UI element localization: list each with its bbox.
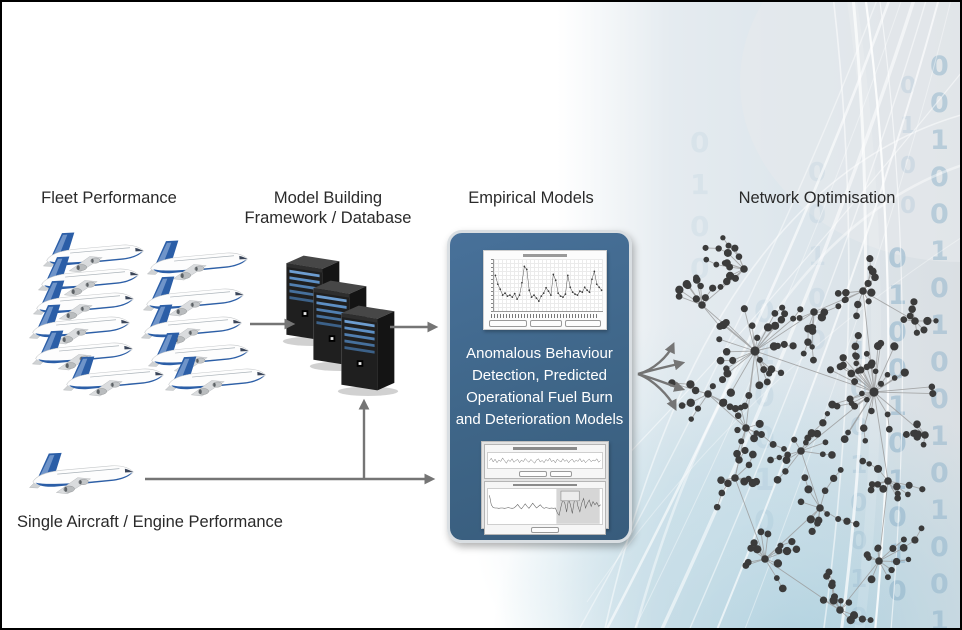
process-box-text: Anomalous Behaviour Detection, Predicted…: [450, 343, 629, 431]
binary-digit-column: 1 0 0 1 0 0 1 0: [850, 336, 868, 630]
anomaly-series-plot: [493, 258, 603, 312]
x-axis-ticks: [491, 314, 599, 318]
y-axis-ticks: [487, 258, 493, 312]
fuel-burn-top-plot: [487, 451, 603, 469]
chart-title-bar: [513, 483, 577, 487]
server-icon: [337, 305, 399, 397]
chart-legend: [487, 470, 603, 477]
process-text-line: Operational Fuel Burn: [466, 389, 613, 406]
airplane-icon: [61, 352, 165, 399]
chart-legend: [487, 527, 603, 534]
empirical-models-label: Empirical Models: [468, 189, 594, 207]
network-graph: [668, 235, 939, 625]
fuel-burn-bottom-panel: [484, 480, 606, 536]
chart-title-bar: [522, 254, 568, 257]
arrow-models-to-network: [637, 341, 675, 376]
arrow-models-to-network: [637, 372, 686, 392]
model-building-line1: Model Building: [273, 189, 383, 207]
binary-digit-column: 0 1 0 0 1 0: [754, 295, 775, 540]
arrow-models-to-network: [637, 359, 686, 376]
binary-digit-column: 0 1 0 0 1 0 1 0 1 0: [888, 243, 907, 607]
chart-legend: [487, 320, 603, 327]
process-text-line: and Deterioration Models: [455, 411, 624, 428]
airplane-icon: [163, 352, 267, 399]
process-text-line: Detection, Predicted: [471, 367, 608, 384]
single-aircraft-label: Single Aircraft / Engine Performance: [17, 513, 283, 531]
arrow-models-to-network: [637, 372, 677, 411]
fuel-burn-bottom-plot: [487, 488, 603, 526]
fleet-performance-label: Fleet Performance: [41, 189, 177, 207]
process-text-line: Anomalous Behaviour: [466, 345, 613, 362]
binary-digit-column: 0 0 1 0 0 1 0 1 0 0 1 0 1 0 0 1: [930, 51, 949, 630]
chart-title-bar: [513, 447, 577, 450]
fuel-burn-top-panel: [484, 444, 606, 479]
binary-digit-column: 0 0 1 0 0: [808, 158, 827, 356]
model-building-label: Model Building Framework / Database: [245, 188, 412, 228]
fuel-burn-chart: [481, 441, 609, 536]
single-airplane-icon: [27, 448, 135, 497]
network-optimisation-label: Network Optimisation: [738, 189, 896, 207]
binary-digit-column: 0 1 0 0: [690, 126, 710, 285]
empirical-models-box: Anomalous Behaviour Detection, Predicted…: [447, 230, 632, 543]
model-building-line2: Framework / Database: [244, 209, 412, 227]
anomaly-detection-chart: [483, 250, 607, 330]
binary-digit-column: 0 1 0 0: [900, 73, 917, 219]
